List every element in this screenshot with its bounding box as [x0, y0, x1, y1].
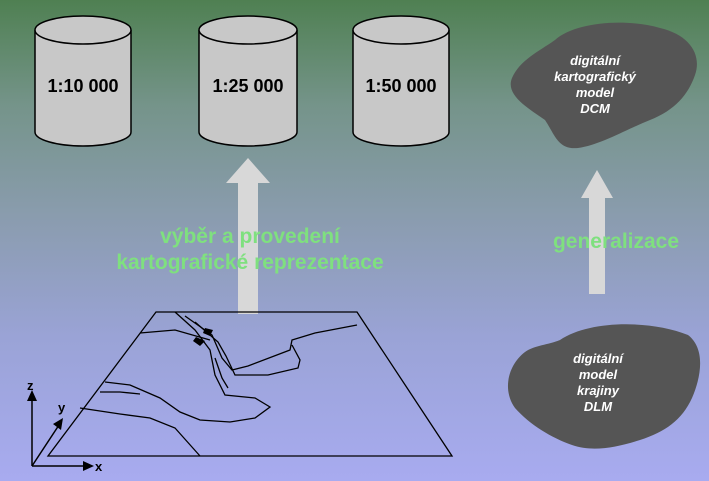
scale-label-2: 1:25 000 [212, 76, 284, 96]
dlm-blob [507, 324, 701, 449]
dlm-line-2: model [578, 367, 618, 382]
dcm-line-2: kartografický [554, 69, 636, 84]
map-marker-1 [203, 328, 213, 336]
cylinder-1-10000 [34, 15, 132, 147]
dlm-line-3: krajiny [577, 383, 619, 398]
dcm-label: digitální kartografický model DCM [535, 53, 655, 117]
y-axis-label: y [58, 400, 66, 415]
dlm-label: digitální model krajiny DLM [538, 351, 658, 415]
dcm-line-3: model [575, 85, 615, 100]
scale-label-1: 1:10 000 [47, 76, 119, 96]
cylinder-1-50000 [352, 15, 450, 147]
dcm-blob [510, 22, 697, 149]
x-axis-label: x [95, 459, 103, 474]
left-up-arrow [226, 158, 270, 314]
right-up-arrow [581, 170, 613, 294]
generalization-text: generalizace [552, 230, 680, 253]
scale-label-3: 1:50 000 [365, 76, 437, 96]
dcm-line-1: digitální [570, 53, 620, 68]
cylinder-1-25000 [198, 15, 298, 147]
z-axis-label: z [27, 378, 34, 393]
dcm-line-4: DCM [580, 101, 610, 116]
selection-line-1: výběr a provedení [160, 225, 340, 248]
coordinate-axes [27, 390, 94, 471]
selection-representation-text: výběr a provedení kartografické reprezen… [90, 224, 410, 276]
dlm-line-1: digitální [573, 351, 623, 366]
map-plane [46, 311, 454, 457]
selection-line-2: kartografické reprezentace [116, 251, 384, 274]
map-marker-2 [193, 337, 205, 346]
dlm-line-4: DLM [583, 399, 613, 414]
